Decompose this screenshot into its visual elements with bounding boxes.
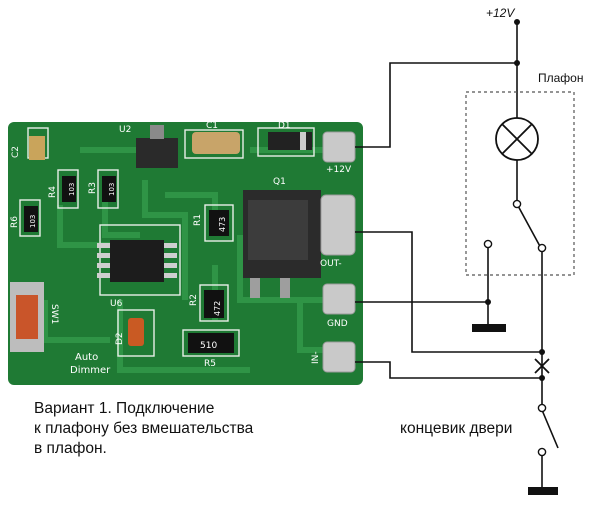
pad-12v [322, 131, 356, 163]
ground-symbol-1 [472, 324, 506, 332]
crossing-mark [534, 358, 550, 374]
r3-resistor [102, 176, 116, 202]
u2-tab [150, 125, 164, 139]
caption-line-1: Вариант 1. Подключение [34, 400, 215, 417]
pcb-label-r1: R1 [193, 214, 203, 226]
lamp-housing-box [465, 91, 575, 276]
junctions [485, 19, 545, 381]
pcb-label-r6: R6 [10, 216, 20, 228]
q1-body [248, 200, 308, 260]
pad-in [322, 341, 356, 373]
wire-12v-to-pcb [355, 62, 517, 148]
lamp-icon [495, 117, 539, 161]
sw1-button [16, 295, 38, 339]
wire-in [355, 361, 542, 379]
pcb-label-r4: R4 [48, 186, 58, 198]
pcb-value-r1: 473 [218, 217, 227, 232]
pcb-value-r5: 510 [200, 341, 217, 351]
pcb-pad-label-out: OUT- [320, 259, 342, 269]
switch-terminals [483, 199, 547, 457]
pcb-label-d1: D1 [278, 121, 291, 131]
r4-resistor [62, 176, 76, 202]
u6-pins [97, 243, 177, 278]
r1-resistor [209, 210, 229, 236]
r5-resistor [188, 333, 234, 353]
ground-symbol-2 [528, 487, 558, 495]
pcb-label-u6: U6 [110, 299, 123, 309]
pcb-pad-label-gnd: GND [327, 319, 348, 329]
pcb-label-r3: R3 [88, 182, 98, 194]
supply-label: +12V [486, 6, 515, 20]
r2-resistor [204, 290, 224, 318]
door-switch-blade [541, 409, 559, 449]
caption-line-3: в плафон. [34, 440, 107, 457]
r6-resistor [24, 206, 38, 232]
wire-out [355, 231, 542, 353]
pcb-label-d2: D2 [115, 332, 125, 345]
pcb-pad-label-in: IN- [311, 351, 321, 364]
pcb-board: U2 C1 D1 C2 R4 103 R3 103 R6 103 R1 473 … [8, 121, 363, 385]
caption-line-2: к плафону без вмешательства [34, 420, 254, 437]
pcb-label-c2: C2 [11, 146, 21, 158]
pcb-label-r5: R5 [204, 359, 216, 369]
u2-regulator [136, 138, 178, 168]
pcb-value-r6: 103 [29, 215, 37, 228]
pcb-value-r2: 472 [213, 301, 222, 316]
lamp-switch-blade [516, 203, 543, 251]
wires [355, 22, 559, 488]
pcb-label-sw1: SW1 [49, 304, 59, 324]
pcb-pad-label-12v: +12V [326, 165, 352, 175]
lamp-label: Плафон [538, 71, 584, 85]
pcb-title-line2: Dimmer [70, 365, 111, 376]
c1-capacitor [192, 132, 240, 154]
pcb-title-line1: Auto [75, 352, 98, 363]
pcb-label-q1: Q1 [273, 177, 286, 187]
q1-leg-1 [250, 278, 260, 298]
d2-led [128, 318, 144, 346]
solder-pads [320, 131, 356, 373]
pad-out [320, 194, 356, 256]
pcb-label-c1: C1 [206, 121, 218, 131]
pad-gnd [322, 283, 356, 315]
u6-ic [110, 240, 164, 282]
pcb-label-u2: U2 [119, 125, 131, 135]
c2-capacitor [29, 136, 45, 160]
pcb-value-r4: 103 [68, 183, 76, 196]
q1-leg-2 [280, 278, 290, 298]
d1-band [300, 132, 306, 150]
pcb-value-r3: 103 [108, 183, 116, 196]
pcb-label-r2: R2 [189, 294, 199, 306]
door-switch-label: концевик двери [400, 420, 513, 437]
caption: Вариант 1. Подключение к плафону без вме… [34, 399, 253, 459]
